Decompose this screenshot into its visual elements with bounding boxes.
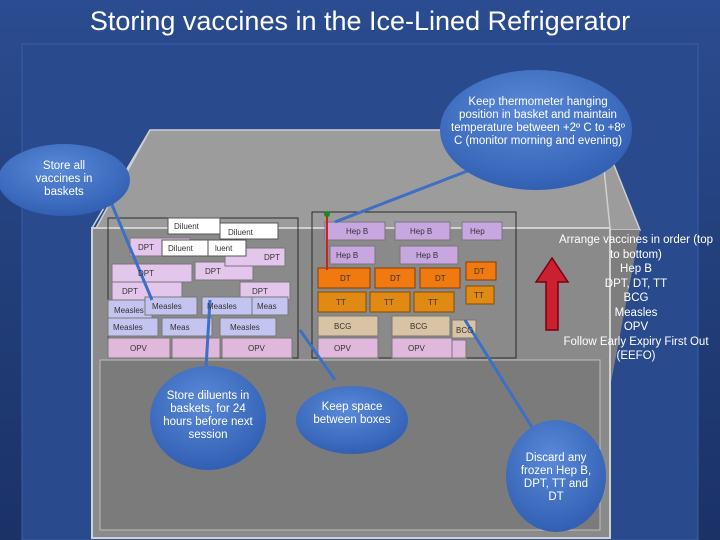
arrange-heading: Arrange vaccines in order (top to bottom… <box>558 234 714 261</box>
label-diluent-2: Diluent <box>228 228 254 237</box>
arrange-item-opv: OPV <box>623 321 649 333</box>
box-tt-4 <box>465 285 495 305</box>
box-dt-1 <box>317 267 371 289</box>
callout-thermometer-bubble <box>440 70 632 190</box>
box-hepb-5 <box>399 245 459 265</box>
box-opv-2 <box>171 337 221 359</box>
label-bcg-1: BCG <box>334 322 351 331</box>
callout-diluents-text: Store diluents in baskets, for 24 hours … <box>163 390 253 441</box>
box-labels: Diluent Diluent Diluent luent DPT DPT DP… <box>113 222 485 353</box>
label-tt-3: TT <box>428 298 438 307</box>
label-dpt-2: DPT <box>138 269 154 278</box>
pointer-baskets <box>108 199 154 301</box>
pointer-discard <box>463 319 542 441</box>
label-dt-1: DT <box>340 274 351 283</box>
box-tt-3 <box>413 291 455 313</box>
label-measles-3: Measles <box>207 302 237 311</box>
box-diluent-4 <box>207 239 247 257</box>
label-measles-7: Measles <box>230 323 260 332</box>
label-hepb-5: Hep B <box>416 251 438 260</box>
box-measles-2 <box>144 296 198 316</box>
box-opv-r3 <box>451 339 467 359</box>
box-tt-2 <box>369 291 411 313</box>
box-measles-6 <box>161 317 213 337</box>
label-measles-4: Meas <box>257 302 277 311</box>
box-bcg-3 <box>451 319 477 339</box>
label-tt-1: TT <box>336 298 346 307</box>
label-dt-4: DT <box>474 267 485 276</box>
label-opv-r1: OPV <box>334 344 352 353</box>
box-dt-3 <box>419 267 461 289</box>
label-opv-1: OPV <box>130 344 148 353</box>
label-measles-1: Measles <box>114 306 144 315</box>
label-measles-2: Measles <box>152 302 182 311</box>
box-measles-4 <box>251 296 289 316</box>
box-opv-1 <box>107 337 171 359</box>
label-dpt-3: DPT <box>205 267 221 276</box>
box-hepb-1 <box>324 221 386 241</box>
box-measles-7 <box>219 317 277 337</box>
box-dt-4 <box>465 261 497 281</box>
callout-thermometer-text: Keep thermometer hanging position in bas… <box>451 96 625 147</box>
label-measles-5: Measles <box>113 323 143 332</box>
box-dt-2 <box>374 267 416 289</box>
arrange-item-bcg: BCG <box>623 292 649 304</box>
label-dpt-1: DPT <box>138 243 154 252</box>
arrange-item-dpt-dt-tt: DPT, DT, TT <box>604 277 668 290</box>
label-hepb-4: Hep B <box>336 251 358 260</box>
label-dt-2: DT <box>390 274 401 283</box>
label-tt-2: TT <box>384 298 394 307</box>
arrange-item-hepb: Hep B <box>620 263 652 275</box>
box-opv-3 <box>221 337 293 359</box>
box-hepb-2 <box>394 221 451 241</box>
label-dpt-4: DPT <box>264 253 280 262</box>
page-title: Storing vaccines in the Ice-Lined Refrig… <box>89 6 631 36</box>
label-diluent-1: Diluent <box>174 222 200 231</box>
label-hepb-3: Hep <box>470 227 485 236</box>
callout-discard-text: Discard any frozen Hep B, DPT, TT and DT <box>520 452 592 503</box>
label-opv-r2: OPV <box>408 344 426 353</box>
left-basket <box>107 217 299 359</box>
thermometer <box>324 211 330 270</box>
pointer-thermometer <box>334 168 471 224</box>
callout-diluents-bubble <box>150 366 266 470</box>
callout-baskets-bubble <box>0 144 130 216</box>
callout-space-bubble <box>296 386 408 454</box>
label-hepb-2: Hep B <box>410 227 432 236</box>
label-opv-3: OPV <box>248 344 266 353</box>
right-basket <box>311 211 517 359</box>
arrange-order-panel: Arrange vaccines in order (top to bottom… <box>556 233 716 364</box>
label-dpt-5: DPT <box>122 287 138 296</box>
label-dt-3: DT <box>435 274 446 283</box>
box-measles-5 <box>107 317 159 337</box>
box-bcg-1 <box>317 315 379 337</box>
pointer-space <box>298 329 337 381</box>
thermometer-top <box>324 211 330 217</box>
box-hepb-4 <box>329 245 376 265</box>
label-diluent-3: Diluent <box>168 244 194 253</box>
label-dpt-6: DPT <box>252 287 268 296</box>
box-diluent-2 <box>219 222 279 240</box>
callout-discard-bubble <box>506 420 606 532</box>
label-measles-6: Meas <box>170 323 190 332</box>
label-diluent-4: luent <box>215 244 233 253</box>
arrange-item-measles: Measles <box>614 306 658 319</box>
box-hepb-3 <box>461 221 503 241</box>
label-tt-4: TT <box>474 291 484 300</box>
box-opv-r1 <box>317 337 379 359</box>
callout-space-text: Keep space between boxes <box>313 401 391 426</box>
label-bcg-3: BCG <box>456 326 473 335</box>
label-hepb-1: Hep B <box>346 227 368 236</box>
up-arrow-icon <box>534 256 570 331</box>
label-bcg-2: BCG <box>410 322 427 331</box>
arrange-footer: Follow Early Expiry First Out (EEFO) <box>563 335 709 363</box>
box-bcg-2 <box>391 315 451 337</box>
box-tt-1 <box>317 291 367 313</box>
callout-baskets-text: Store all vaccines in baskets <box>35 160 93 198</box>
